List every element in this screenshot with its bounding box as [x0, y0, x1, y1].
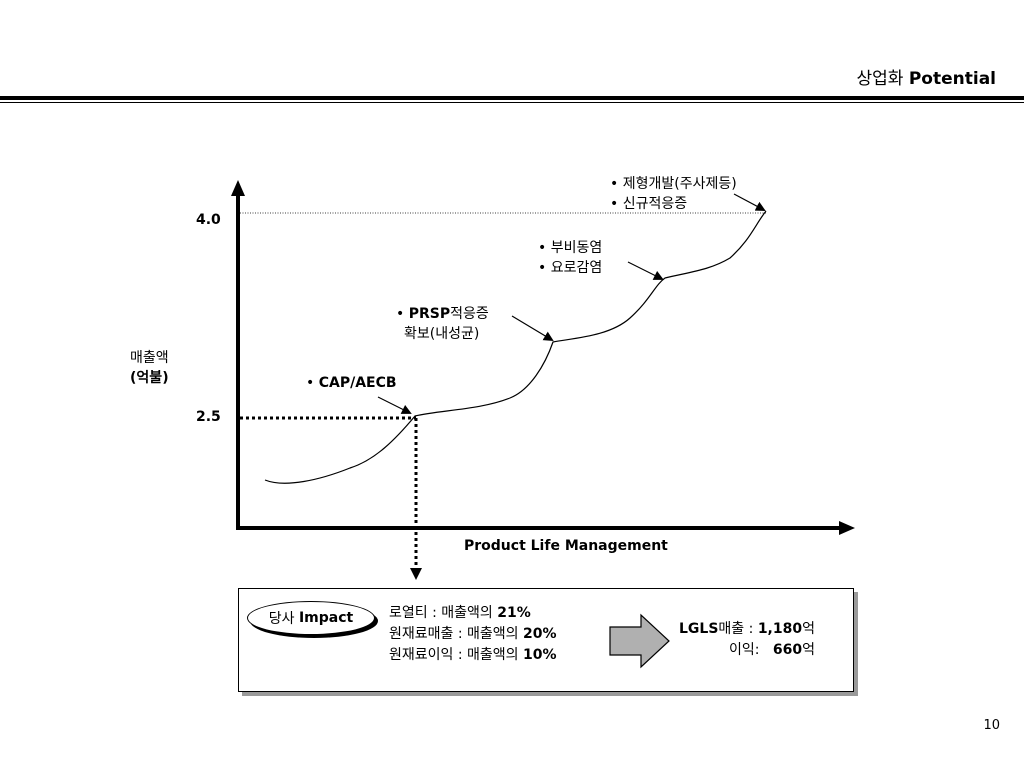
milestone-prsp-bold: PRSP	[408, 306, 451, 322]
impact-item: 로열티 : 매출액의 21%	[389, 603, 557, 624]
impact-item-value: 10%	[523, 647, 557, 663]
impact-pill-korean: 당사	[268, 611, 295, 627]
impact-item-label: 원재료이익 : 매출액의	[389, 647, 523, 663]
milestone-uti-line2: • 요로감염	[538, 260, 603, 276]
y-axis-arrowhead	[231, 180, 245, 196]
y-axis-label-line2: (억불)	[130, 370, 169, 386]
impact-items: 로열티 : 매출액의 21% 원재료매출 : 매출액의 20% 원재료이익 : …	[389, 603, 557, 666]
impact-item-value: 20%	[523, 626, 557, 642]
milestone-formulation: • 제형개발(주사제등) • 신규적응증	[610, 174, 737, 214]
milestone-prsp-rest: 적응증	[450, 306, 489, 322]
milestone-prsp-bullet: •	[396, 306, 405, 322]
impact-item-label: 로열티 : 매출액의	[389, 605, 498, 621]
callout-arrow-uti	[627, 261, 664, 280]
impact-item: 원재료매출 : 매출액의 20%	[389, 624, 557, 645]
impact-drop-arrowhead	[410, 568, 422, 580]
milestone-cap-bullet: •	[306, 375, 315, 391]
impact-result-profit-unit: 억	[802, 642, 815, 658]
slide-title: 상업화 Potential	[857, 64, 996, 89]
impact-result-profit-label: 이익:	[729, 642, 773, 658]
impact-box: 당사 Impact 로열티 : 매출액의 21% 원재료매출 : 매출액의 20…	[238, 588, 854, 692]
slide-title-korean: 상업화	[856, 69, 904, 89]
y-tick-2-5: 2.5	[196, 409, 221, 425]
impact-item-label: 원재료매출 : 매출액의	[389, 626, 523, 642]
milestone-prsp-line2: 확보(내성균)	[404, 326, 480, 342]
slide-title-english: Potential	[908, 69, 996, 89]
callout-arrow-prsp	[511, 315, 554, 342]
header-rule-thick	[0, 96, 1024, 100]
y-tick-4-0: 4.0	[196, 212, 221, 228]
callout-arrow-formulation	[733, 193, 766, 211]
impact-pill-english: Impact	[298, 610, 354, 626]
milestone-formulation-line1: • 제형개발(주사제등)	[610, 176, 737, 192]
impact-result-profit-value: 660	[772, 642, 803, 658]
milestone-cap-text: CAP/AECB	[318, 375, 397, 391]
impact-item-value: 21%	[497, 605, 531, 621]
impact-result-sales-value: 1,180	[757, 621, 803, 637]
impact-pill: 당사 Impact	[247, 601, 375, 635]
impact-result-line1: LGLS매출 : 1,180억	[679, 621, 815, 637]
impact-result-sales-label: 매출 :	[718, 621, 758, 637]
impact-result-lgls: LGLS	[679, 621, 719, 637]
callout-arrow-cap	[377, 396, 412, 414]
milestone-prsp: • PRSP적응증 확보(내성균)	[396, 304, 489, 344]
x-axis-arrowhead	[839, 521, 855, 535]
impact-item: 원재료이익 : 매출액의 10%	[389, 645, 557, 666]
impact-result-sales-unit: 억	[802, 621, 815, 637]
milestone-uti: • 부비동염 • 요로감염	[538, 238, 602, 278]
impact-result-line2: 이익: 660억	[679, 640, 815, 661]
milestone-formulation-line2: • 신규적응증	[610, 196, 688, 212]
header-rule-thin	[0, 102, 1024, 103]
milestone-uti-line1: • 부비동염	[538, 240, 603, 256]
x-axis-label: Product Life Management	[464, 538, 668, 554]
page-number: 10	[983, 718, 1000, 733]
y-axis-label-line1: 매출액	[130, 350, 169, 366]
y-axis-label: 매출액 (억불)	[130, 348, 169, 388]
impact-result-arrow-icon	[609, 613, 670, 669]
impact-result: LGLS매출 : 1,180억 이익: 660억	[679, 619, 815, 661]
growth-curve	[264, 210, 767, 484]
milestone-cap: • CAP/AECB	[306, 373, 397, 393]
